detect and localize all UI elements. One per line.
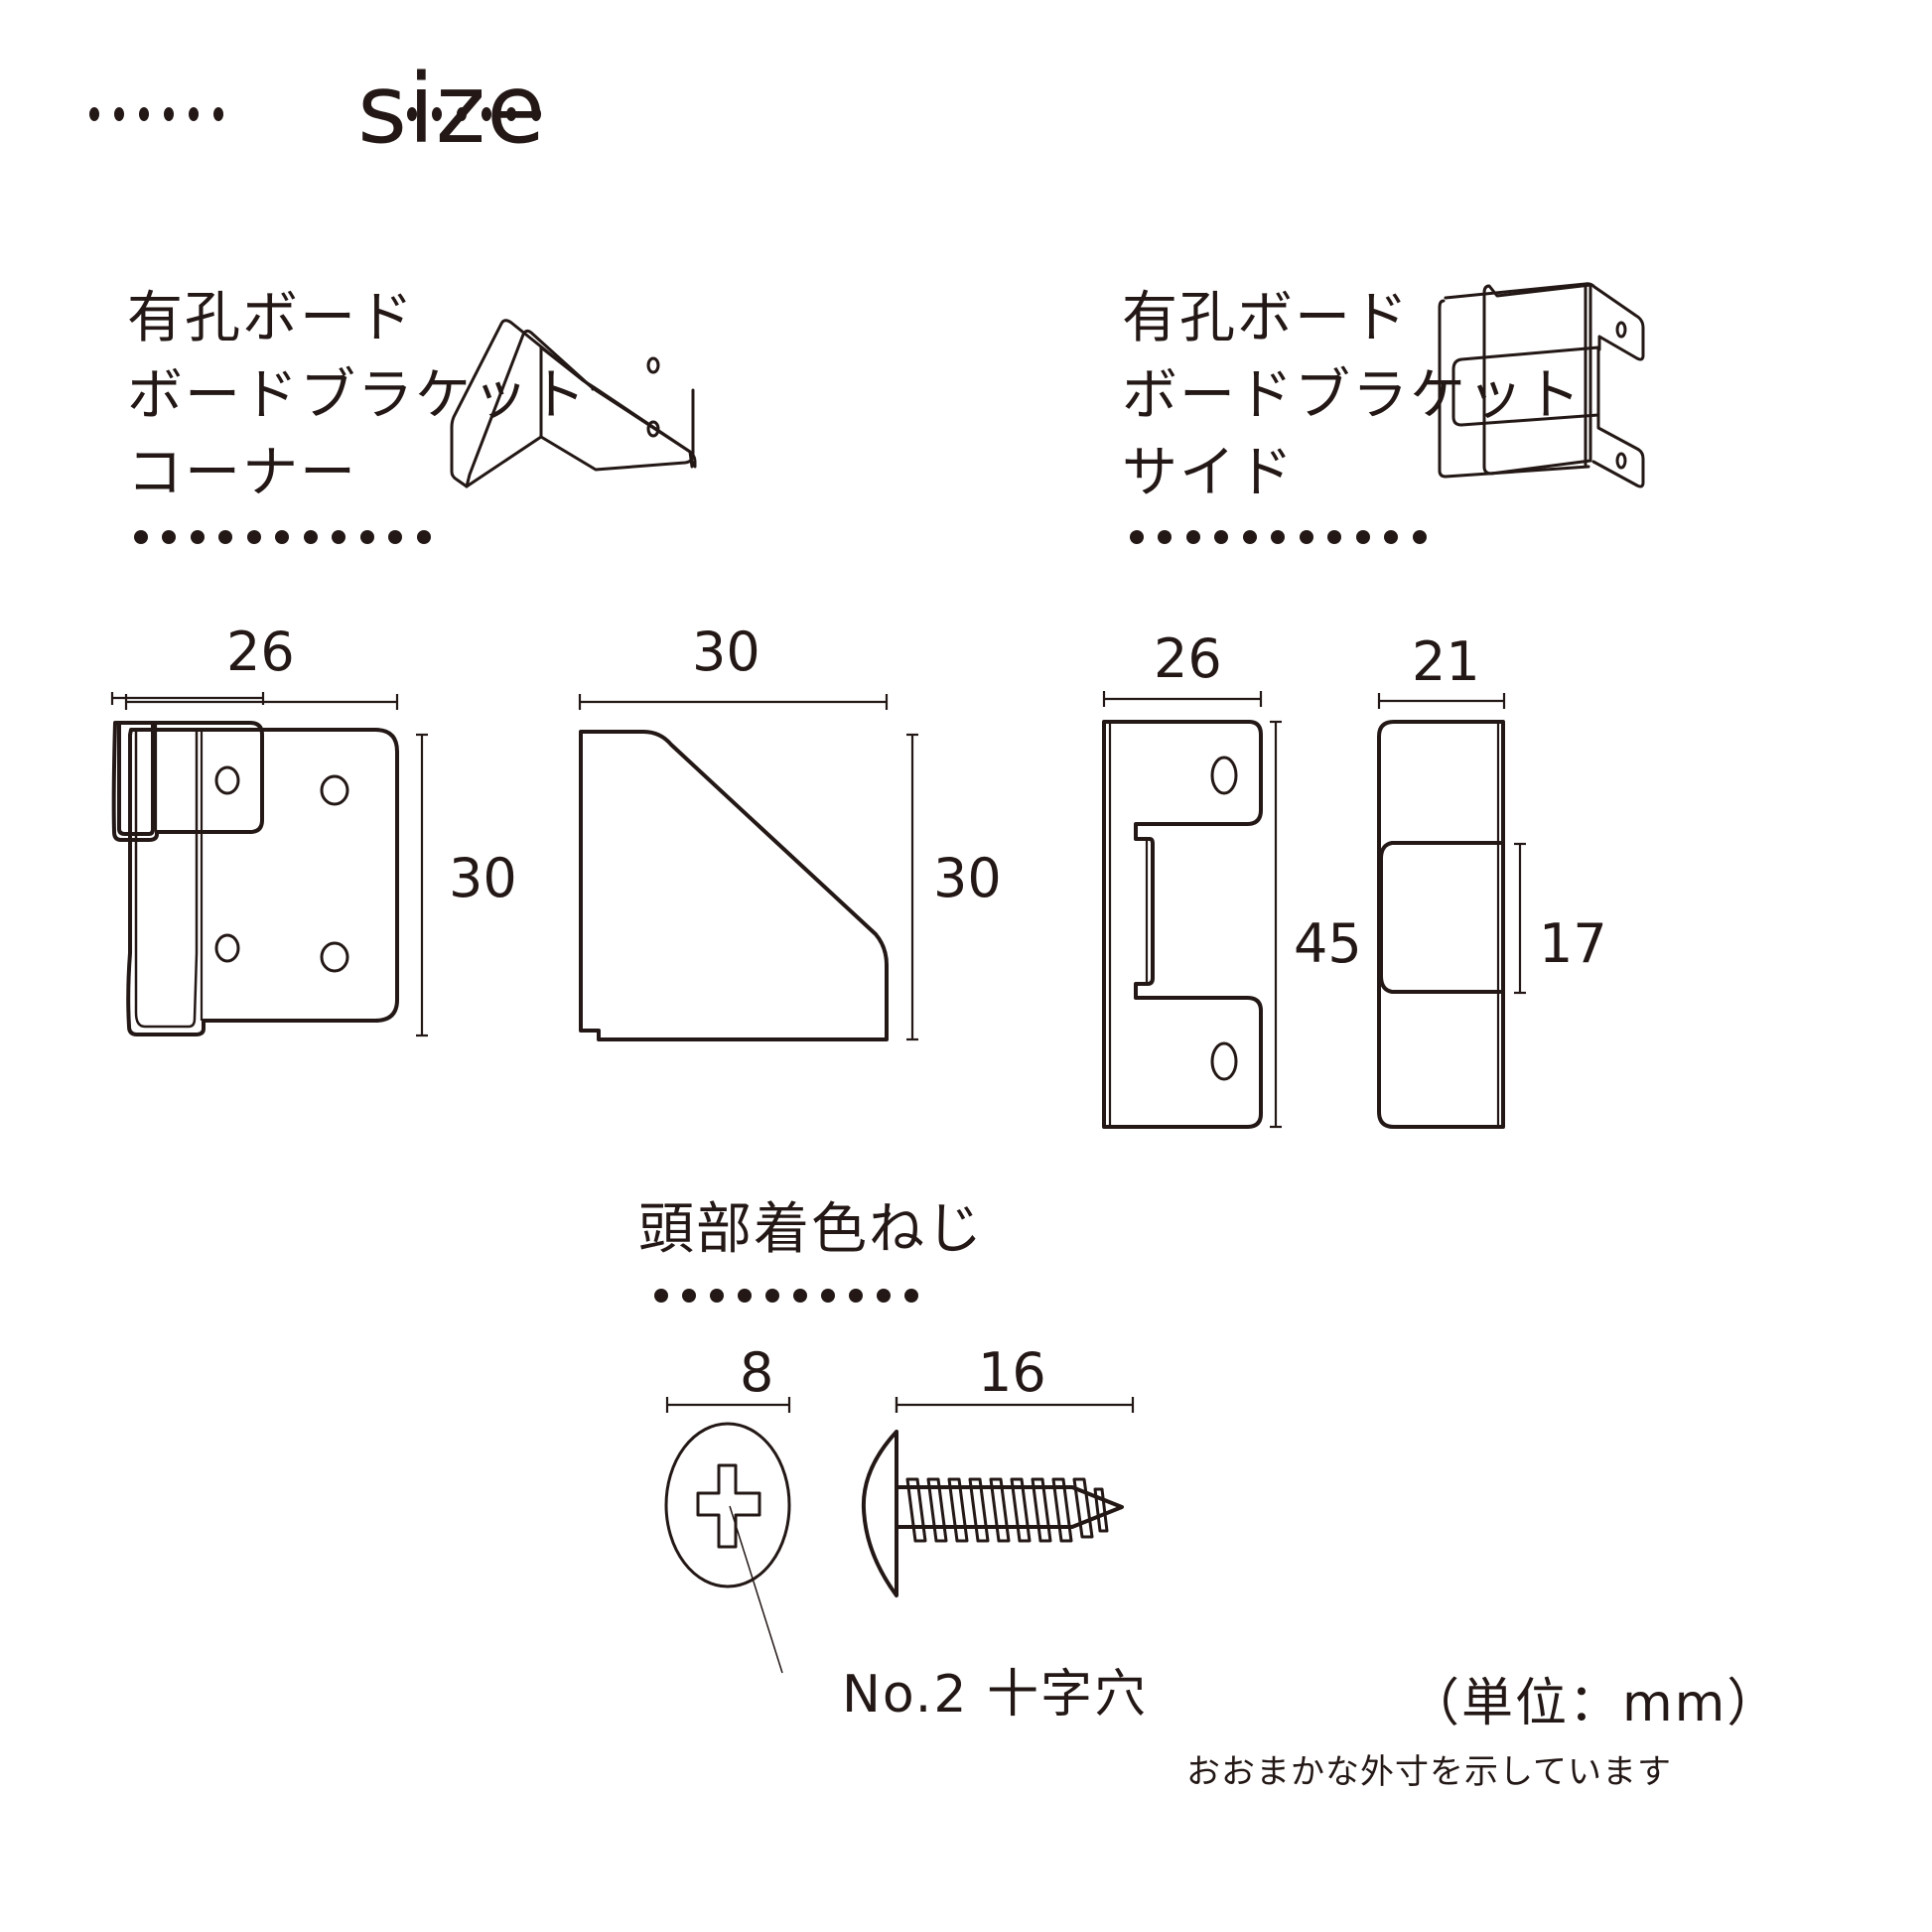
header-dots-left: [89, 107, 223, 121]
corner-label-line-3: コーナー: [127, 441, 357, 505]
side-side-width-label: 21: [1412, 630, 1480, 693]
corner-front-view: [124, 694, 428, 1037]
side-front-height-label: 45: [1294, 912, 1362, 975]
corner-front-height-label: 30: [449, 847, 517, 909]
page-title: size: [357, 54, 547, 165]
side-front-view: [1102, 691, 1282, 1129]
screw-head-view: [664, 1397, 791, 1674]
corner-bracket-icon: [450, 319, 697, 488]
corner-side-height-label: 30: [933, 847, 1002, 909]
screw-head-diameter-label: 8: [740, 1341, 774, 1404]
corner-side-view: [578, 694, 918, 1041]
corner-side-width-label: 30: [692, 621, 760, 683]
side-front-width-label: 26: [1154, 627, 1222, 690]
corner-divider-dots: [134, 530, 431, 544]
corner-product-label: 有孔ボード ボードブラケット コーナー: [127, 280, 588, 512]
corner-label-line-2: ボードブラケット: [127, 363, 588, 428]
corner-label-line-1: 有孔ボード: [127, 286, 415, 350]
screw-side-view: [861, 1397, 1135, 1597]
screw-label: 頭部着色ねじ: [638, 1197, 984, 1262]
side-product-label: 有孔ボード ボードブラケット サイド: [1122, 280, 1583, 512]
side-divider-dots: [1130, 530, 1427, 544]
header-dots-right: [407, 107, 541, 121]
side-bracket-icon: [1438, 282, 1645, 488]
side-side-height-label: 17: [1539, 912, 1607, 975]
screw-divider-dots: [654, 1289, 918, 1303]
disclaimer-note: おおまかな外寸を示しています: [1186, 1752, 1672, 1792]
side-label-line-3: サイド: [1122, 441, 1295, 505]
side-label-line-1: 有孔ボード: [1122, 286, 1410, 350]
screw-callout-label: No.2 十字穴: [842, 1665, 1148, 1725]
side-side-view: [1377, 693, 1526, 1129]
screw-length-label: 16: [978, 1341, 1046, 1404]
side-label-line-2: ボードブラケット: [1122, 363, 1583, 428]
corner-front-width-label: 26: [226, 621, 295, 683]
unit-note: （単位：mm）: [1408, 1674, 1781, 1733]
